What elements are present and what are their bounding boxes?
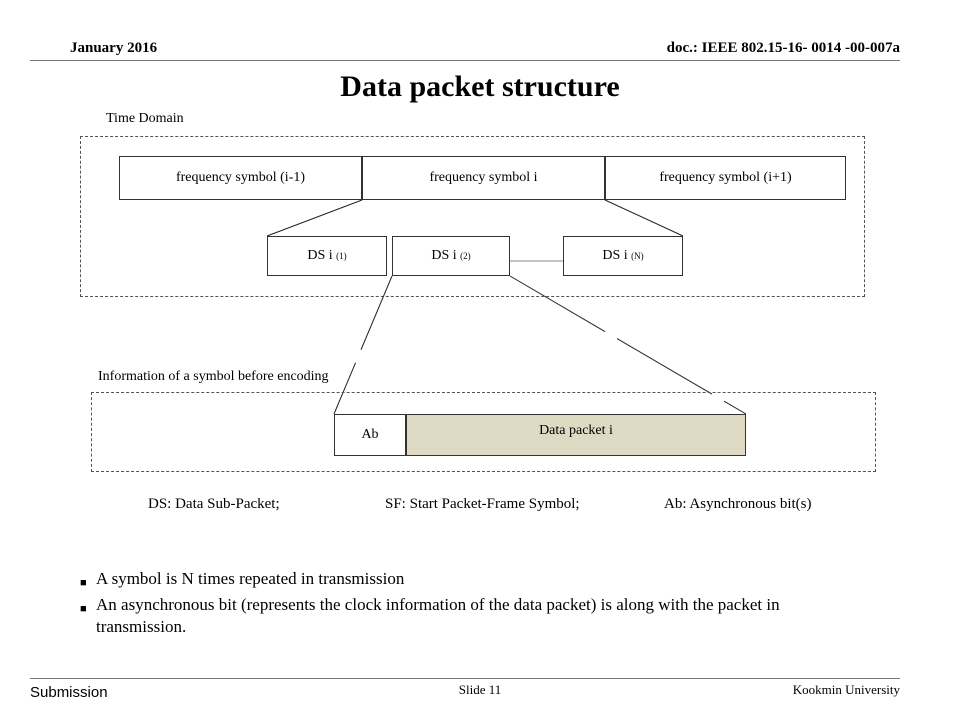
time-domain-region — [80, 136, 865, 297]
ds-box-n: DS i (N) — [563, 236, 683, 276]
ds-box-1: DS i (1) — [267, 236, 387, 276]
connector-right — [604, 199, 684, 237]
data-packet-label: Data packet i — [539, 423, 613, 438]
slide-title: Data packet structure — [340, 70, 620, 103]
info-label: Information of a symbol before encoding — [98, 369, 329, 384]
footer-divider — [30, 678, 900, 679]
bullet-list: ■ A symbol is N times repeated in transm… — [80, 568, 870, 638]
zoom-line-left — [333, 275, 393, 415]
legend-ds: DS: Data Sub-Packet; — [148, 496, 280, 512]
bullet-square-icon: ■ — [80, 603, 87, 615]
frequency-symbol-next-label: frequency symbol (i+1) — [659, 170, 792, 185]
bullet-text: A symbol is N times repeated in transmis… — [96, 569, 405, 588]
connector-left — [266, 199, 363, 237]
ds-box-1-label: DS i — [307, 248, 333, 263]
frequency-symbol-next: frequency symbol (i+1) — [605, 156, 846, 200]
frequency-symbol-prev: frequency symbol (i-1) — [119, 156, 362, 200]
zoom-line-right — [509, 275, 747, 415]
legend-sf: SF: Start Packet-Frame Symbol; — [385, 496, 580, 512]
bullet-item: ■ An asynchronous bit (represents the cl… — [80, 594, 870, 638]
header-doc-id: doc.: IEEE 802.15-16- 0014 -00-007a — [666, 40, 900, 56]
bullet-item: ■ A symbol is N times repeated in transm… — [80, 568, 870, 594]
time-domain-label: Time Domain — [106, 111, 184, 126]
footer-slide-number: Slide 11 — [458, 682, 502, 697]
ds-box-2-label: DS i — [431, 248, 457, 263]
info-region — [91, 392, 876, 472]
ab-box: Ab — [334, 414, 406, 456]
header-divider — [30, 60, 900, 61]
frequency-symbol-prev-label: frequency symbol (i-1) — [175, 170, 306, 185]
ds-box-n-sup: (N) — [631, 251, 644, 261]
data-packet-box: Data packet i — [406, 414, 746, 456]
ds-box-1-sup: (1) — [336, 251, 347, 261]
ds-box-2-sup: (2) — [460, 251, 471, 261]
ds-box-n-label: DS i — [602, 248, 628, 263]
footer-university: Kookmin University — [792, 682, 900, 697]
legend-ab: Ab: Asynchronous bit(s) — [664, 496, 812, 512]
bullet-square-icon: ■ — [80, 577, 87, 589]
frequency-symbol-current-label: frequency symbol i — [429, 170, 538, 185]
header-date: January 2016 — [70, 40, 158, 56]
bullet-text: An asynchronous bit (represents the cloc… — [96, 595, 780, 636]
footer-submission: Submission — [30, 684, 108, 701]
ab-box-label: Ab — [361, 427, 379, 442]
frequency-symbol-current: frequency symbol i — [362, 156, 605, 200]
ds-box-2: DS i (2) — [392, 236, 510, 276]
